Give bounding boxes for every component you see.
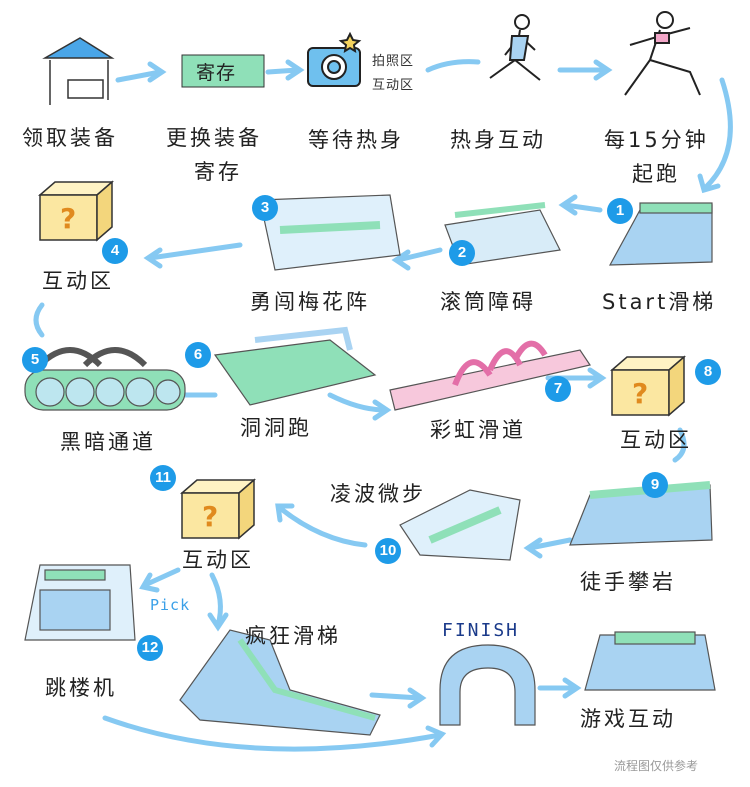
arrow [327, 392, 388, 413]
storage-sign [181, 54, 265, 88]
obstacle-roller: 滚筒障碍 [440, 290, 536, 314]
badge-8: 8 [695, 359, 721, 385]
obstacle-interactive-4: 互动区 [42, 269, 114, 293]
badge-10: 10 [375, 538, 401, 564]
obstacle-plum-blossom: 勇闯梅花阵 [250, 290, 370, 314]
badge-12: 12 [137, 635, 163, 661]
badge-1: 1 [607, 198, 633, 224]
obstacle-hole-run: 洞洞跑 [240, 416, 312, 440]
badge-7: 7 [545, 376, 571, 402]
arrow [425, 59, 481, 73]
step-warmup-interact: 热身互动 [450, 128, 546, 152]
mystery-box-4: ? [37, 180, 115, 242]
finish-label: FINISH [442, 620, 520, 641]
step-change-gear: 更换装备 [166, 126, 262, 150]
warmup-person-illustration [489, 14, 541, 81]
arrow [115, 69, 163, 83]
badge-11: 11 [150, 465, 176, 491]
storage-sign-text: 寄存 [196, 62, 237, 84]
obstacle-rainbow-slide: 彩虹滑道 [430, 418, 526, 442]
badge-9: 9 [642, 472, 668, 498]
interactive-zone-label: 互动区 [372, 78, 415, 93]
step-change-gear-storage: 寄存 [194, 160, 242, 184]
obstacle-start-slide: Start滑梯 [602, 290, 717, 314]
arrow [33, 302, 45, 338]
hole-run-illustration [213, 339, 377, 406]
arrow [142, 567, 181, 588]
step-start-every-15: 每15分钟 [604, 128, 709, 152]
badge-2: 2 [449, 240, 475, 266]
drop-tower-label: 跳楼机 [45, 676, 117, 700]
arrow [147, 242, 243, 261]
step-collect-gear: 领取装备 [22, 126, 118, 150]
arrow [527, 537, 573, 551]
badge-4: 4 [102, 238, 128, 264]
obstacle-interactive-8: 互动区 [620, 428, 692, 452]
photo-zone-label: 拍照区 [372, 54, 415, 69]
badge-5: 5 [22, 347, 48, 373]
step-start-run: 起跑 [632, 162, 680, 186]
arrow [369, 692, 423, 701]
obstacle-lingbo-steps: 凌波微步 [330, 482, 426, 506]
finish-arch-illustration [439, 644, 536, 726]
pick-label: Pick [150, 596, 191, 614]
footer-note: 流程图仅供参考 [614, 759, 699, 773]
svg-text:?: ? [202, 500, 218, 533]
camera-illustration [307, 31, 362, 87]
games-label: 游戏互动 [580, 707, 676, 731]
arrow [102, 715, 443, 752]
plum-blossom-illustration [259, 194, 401, 271]
mystery-box-11: ? [179, 478, 257, 540]
obstacle-interactive-11: 互动区 [182, 548, 254, 572]
obstacle-dark-tunnel: 黑暗通道 [60, 430, 156, 454]
svg-text:?: ? [632, 377, 648, 410]
badge-6: 6 [185, 342, 211, 368]
mystery-box-8: ? [609, 355, 687, 417]
arrow [702, 77, 733, 191]
tent-illustration [42, 37, 115, 105]
dark-tunnel-illustration [24, 347, 186, 411]
obstacle-crazy-slide: 疯狂滑梯 [245, 624, 341, 648]
badge-3: 3 [252, 195, 278, 221]
step-wait-warmup: 等待热身 [308, 128, 404, 152]
games-crowd-illustration [584, 634, 716, 691]
arrow [209, 572, 223, 628]
runner-illustration [624, 11, 701, 96]
obstacle-rock-climbing: 徒手攀岩 [580, 570, 676, 594]
arrow [395, 247, 443, 263]
flow-arrows [33, 59, 733, 752]
crazy-slide-illustration [179, 629, 381, 736]
arrow [265, 67, 301, 75]
arrow [277, 505, 368, 548]
arrow [672, 427, 687, 463]
svg-text:?: ? [60, 202, 76, 235]
arrow [562, 202, 603, 213]
